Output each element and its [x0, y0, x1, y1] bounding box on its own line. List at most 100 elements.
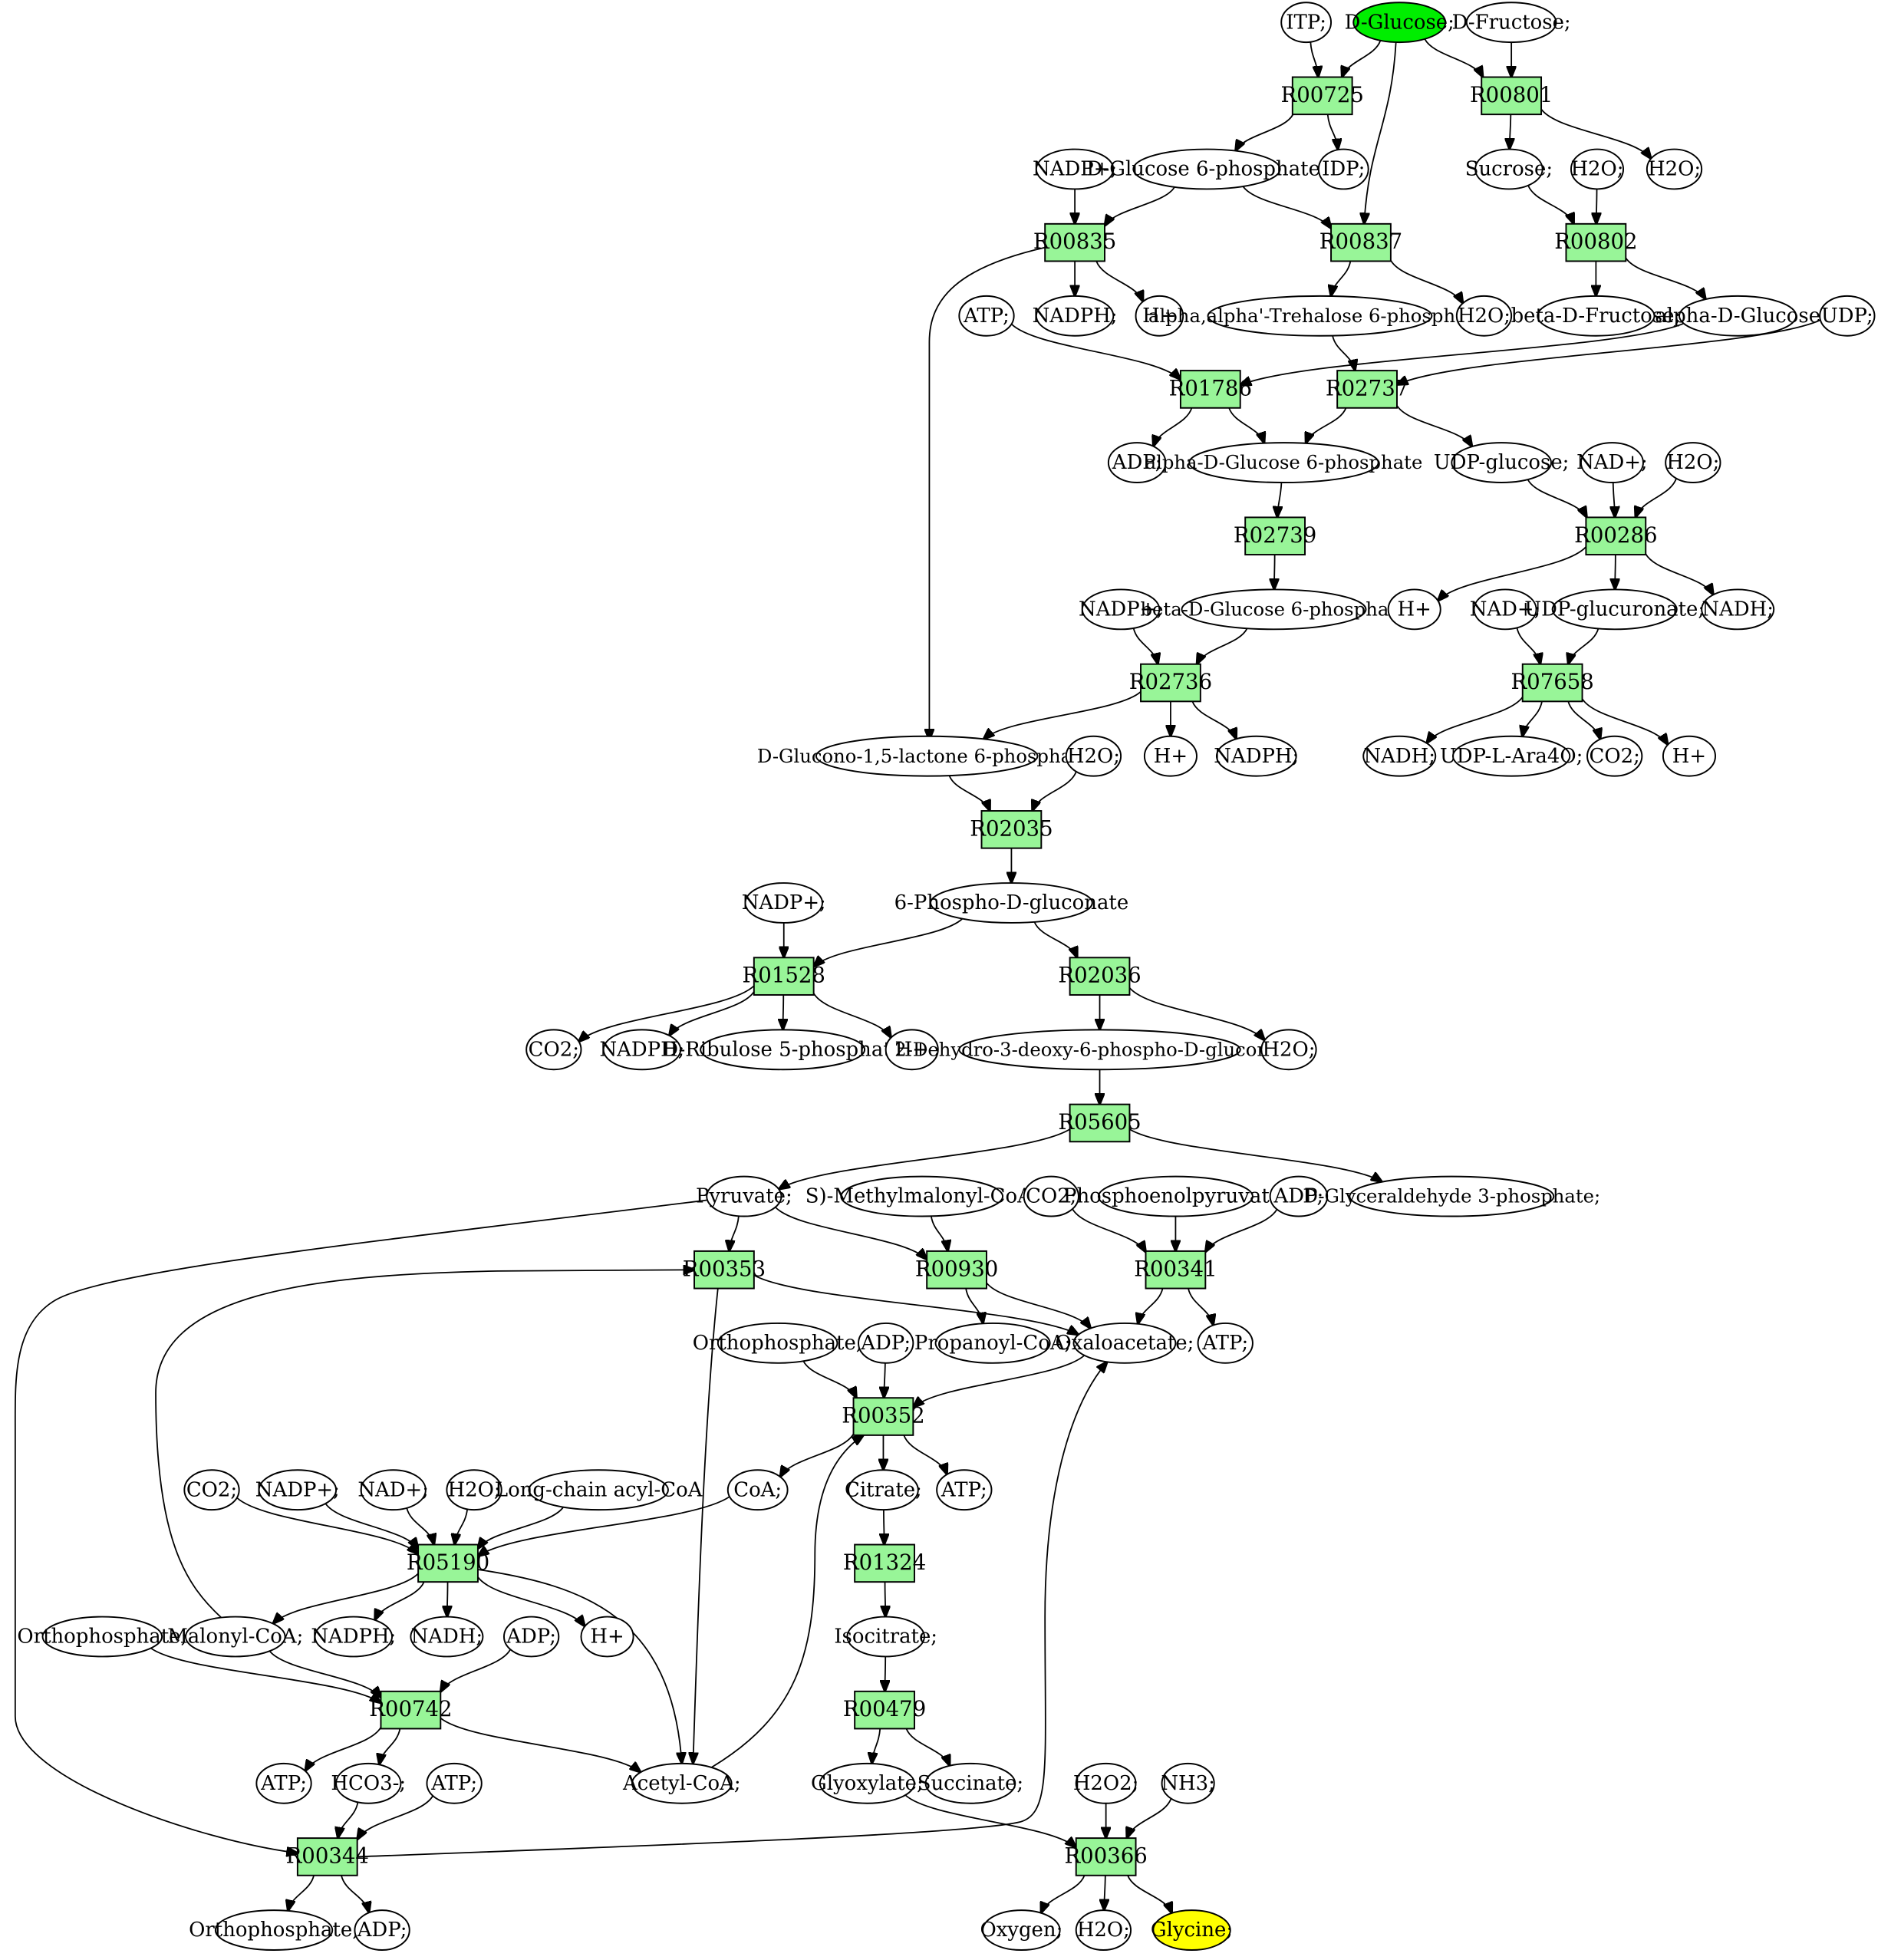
reaction-node-r00479[interactable]: R00479	[843, 1690, 926, 1730]
reaction-node-r00366[interactable]: R00366	[1064, 1837, 1148, 1876]
reaction-node-r02739[interactable]: R02739	[1234, 516, 1316, 556]
compound-node-atp2[interactable]: ATP;	[1197, 1322, 1254, 1364]
compound-node-nadph4[interactable]: NADPH;	[311, 1616, 396, 1658]
compound-node-citrate[interactable]: Citrate;	[845, 1469, 922, 1511]
reaction-node-r07658[interactable]: R07658	[1510, 663, 1594, 703]
compound-node-udpglucuronate[interactable]: UDP-glucuronate;	[1524, 588, 1705, 631]
compound-node-nad1[interactable]: NAD+;	[1576, 442, 1648, 483]
compound-node-lcacyl[interactable]: Long-chain acyl-CoA	[495, 1469, 703, 1511]
compound-node-co2_d[interactable]: CO2;	[183, 1469, 240, 1511]
compound-node-udplara[interactable]: UDP-L-Ara4O;	[1440, 735, 1583, 777]
compound-node-co2_b[interactable]: CO2;	[525, 1029, 582, 1071]
compound-node-kdpg[interactable]: 2-Dehydro-3-deoxy-6-phospho-D-gluconate;	[894, 1029, 1305, 1071]
compound-node-adp3[interactable]: ADP;	[858, 1322, 914, 1364]
compound-node-idp[interactable]: IDP;	[1317, 148, 1369, 190]
compound-node-atp3[interactable]: ATP;	[936, 1469, 993, 1511]
compound-node-h2o_a[interactable]: H2O;	[1570, 148, 1625, 190]
compound-node-orthop3[interactable]: Orthophosphate;	[189, 1909, 359, 1952]
compound-node-adglucose[interactable]: alpha-D-Glucose	[1655, 295, 1820, 337]
compound-node-atp4[interactable]: ATP;	[255, 1762, 312, 1804]
reaction-node-r00286[interactable]: R00286	[1574, 516, 1658, 556]
compound-node-nadp2[interactable]: NADP+;	[1079, 588, 1163, 631]
compound-node-nadp3[interactable]: NADP+;	[742, 882, 826, 924]
reaction-node-r00352[interactable]: R00352	[842, 1397, 925, 1436]
reaction-node-r00341[interactable]: R00341	[1134, 1250, 1217, 1290]
compound-node-pep[interactable]: Phosphoenolpyruvate;	[1063, 1175, 1288, 1217]
reaction-node-r02737[interactable]: R02737	[1326, 370, 1408, 409]
compound-node-atp5[interactable]: ATP;	[426, 1762, 483, 1804]
compound-node-nh3[interactable]: NH3;	[1161, 1762, 1215, 1804]
compound-node-udpglucose[interactable]: UDP-glucose;	[1434, 442, 1570, 483]
compound-node-adp5[interactable]: ADP;	[354, 1909, 410, 1952]
reaction-node-r02736[interactable]: R02736	[1129, 663, 1212, 703]
reaction-node-r00835[interactable]: R00835	[1033, 222, 1116, 262]
compound-node-coa[interactable]: CoA;	[726, 1469, 789, 1511]
compound-node-glucono[interactable]: D-Glucono-1,5-lactone 6-phosphate;	[757, 735, 1097, 777]
compound-node-h2o_f[interactable]: H2O;	[1260, 1029, 1317, 1071]
compound-node-dglucose[interactable]: D-Glucose;	[1345, 2, 1454, 44]
compound-node-trehalose6p[interactable]: alpha,alpha'-Trehalose 6-phosphate;	[1148, 295, 1491, 337]
compound-node-h2o_e[interactable]: H2O;	[1065, 735, 1122, 777]
compound-node-hplus3[interactable]: H+	[1143, 735, 1198, 777]
compound-node-h2o_g[interactable]: H2O;	[446, 1469, 502, 1511]
reaction-node-r02035[interactable]: R02035	[970, 810, 1053, 849]
compound-node-hplus6[interactable]: H+	[580, 1616, 634, 1658]
reaction-node-r01786[interactable]: R01786	[1169, 370, 1252, 409]
compound-node-pgluconate[interactable]: 6-Phospho-D-gluconate	[894, 882, 1129, 924]
reaction-node-r05190[interactable]: R05190	[407, 1543, 489, 1583]
reaction-node-r01324[interactable]: R01324	[843, 1543, 926, 1583]
compound-node-glycine[interactable]: Glycine;	[1151, 1909, 1233, 1952]
compound-node-nadp1[interactable]: NADP+;	[1033, 148, 1117, 190]
compound-node-hplus5[interactable]: H+	[885, 1029, 939, 1071]
compound-node-adp4[interactable]: ADP;	[503, 1616, 560, 1658]
compound-node-h2o_d[interactable]: H2O;	[1665, 442, 1721, 483]
compound-node-malonyl[interactable]: Malonyl-CoA;	[167, 1616, 303, 1658]
compound-node-hplus1[interactable]: H+	[1135, 295, 1184, 337]
compound-node-nadph3[interactable]: NADPH;	[599, 1029, 684, 1071]
compound-node-oxaloacetate[interactable]: Oxaloacetate;	[1055, 1322, 1194, 1364]
compound-node-nadp4[interactable]: NADP+;	[255, 1469, 340, 1511]
compound-node-nadh1[interactable]: NADH;	[1701, 588, 1775, 631]
compound-node-gap[interactable]: D-Glyceraldehyde 3-phosphate;	[1303, 1175, 1600, 1217]
compound-node-adp1[interactable]: ADP;	[1107, 442, 1167, 483]
compound-node-h2o_c[interactable]: H2O;	[1455, 295, 1513, 337]
reaction-node-r01528[interactable]: R01528	[743, 957, 825, 996]
reaction-node-r02036[interactable]: R02036	[1058, 957, 1142, 996]
compound-node-nad2[interactable]: NAD+;	[1470, 588, 1541, 631]
reaction-node-r00801[interactable]: R00801	[1470, 76, 1553, 116]
reaction-node-r00725[interactable]: R00725	[1281, 76, 1364, 116]
compound-node-nad3[interactable]: NAD+;	[357, 1469, 429, 1511]
reaction-node-r05605[interactable]: R05605	[1058, 1103, 1142, 1143]
compound-node-oxygen[interactable]: Oxygen;	[980, 1909, 1062, 1952]
compound-node-orthop1[interactable]: Orthophosphate;	[693, 1322, 863, 1364]
compound-node-udp[interactable]: UDP;	[1819, 295, 1876, 337]
compound-node-pyruvate[interactable]: Pyruvate;	[696, 1175, 792, 1217]
reaction-node-r00344[interactable]: R00344	[286, 1837, 369, 1876]
compound-node-nadph2[interactable]: NADPH;	[1214, 735, 1299, 777]
compound-node-ribulose[interactable]: D-Ribulose 5-phosphate	[662, 1029, 903, 1071]
compound-node-itp[interactable]: ITP;	[1280, 2, 1333, 44]
compound-node-nadh2[interactable]: NADH;	[1362, 735, 1437, 777]
compound-node-bg6p[interactable]: beta-D-Glucose 6-phosphate	[1141, 588, 1408, 631]
compound-node-h2o_b[interactable]: H2O;	[1646, 148, 1703, 190]
reaction-node-r00353[interactable]: R00353	[683, 1250, 766, 1290]
reaction-node-r00930[interactable]: R00930	[915, 1250, 998, 1290]
compound-node-orthop2[interactable]: Orthophosphate;	[17, 1616, 187, 1658]
reaction-node-r00742[interactable]: R00742	[369, 1690, 453, 1730]
compound-node-hplus2[interactable]: H+	[1387, 588, 1441, 631]
compound-node-isocitrate[interactable]: Isocitrate;	[834, 1616, 937, 1658]
compound-node-h2o2[interactable]: H2O2;	[1073, 1762, 1139, 1804]
compound-node-h2o_h[interactable]: H2O;	[1075, 1909, 1132, 1952]
reaction-node-r00802[interactable]: R00802	[1554, 222, 1638, 262]
compound-node-atp1[interactable]: ATP;	[958, 295, 1015, 337]
compound-node-nadh3[interactable]: NADH;	[410, 1616, 484, 1658]
compound-node-co2_c[interactable]: CO2;	[1023, 1175, 1079, 1217]
compound-node-hplus4[interactable]: H+	[1662, 735, 1716, 777]
compound-node-dfructose[interactable]: D-Fructose;	[1452, 2, 1571, 44]
compound-node-sucrose[interactable]: Sucrose;	[1465, 148, 1553, 190]
compound-node-adp2[interactable]: ADP;	[1269, 1175, 1329, 1217]
reaction-node-r00837[interactable]: R00837	[1319, 222, 1402, 262]
compound-node-smethyl[interactable]: S)-Methylmalonyl-CoA;	[805, 1175, 1039, 1217]
compound-node-glyoxylate[interactable]: Glyoxylate;	[811, 1762, 924, 1804]
compound-node-hco3[interactable]: HCO3-;	[331, 1762, 406, 1804]
